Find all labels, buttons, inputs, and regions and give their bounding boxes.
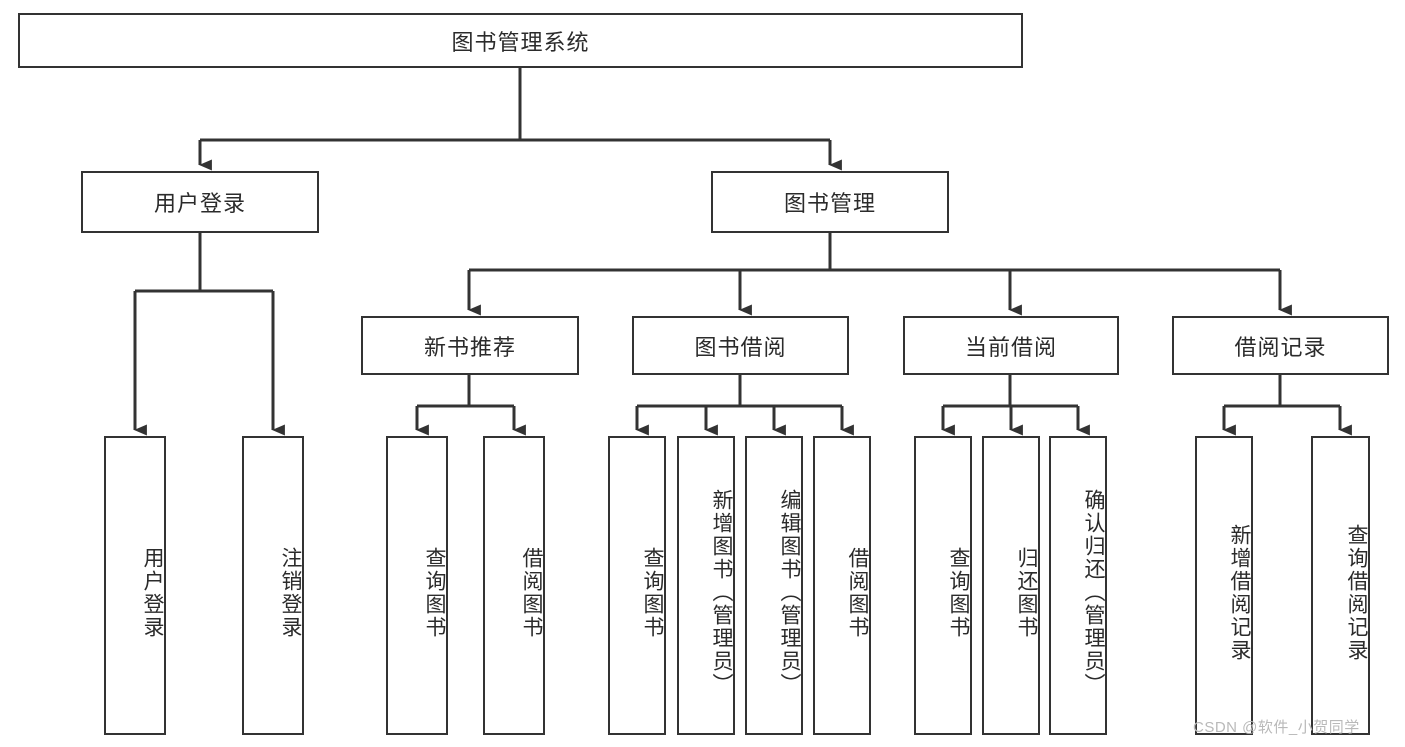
leaf-node[interactable]: 用户登录 — [104, 436, 166, 735]
node-book-borrow[interactable]: 图书借阅 — [632, 316, 849, 375]
leaf-label: 查询图书 — [947, 546, 970, 639]
node-current-borrow[interactable]: 当前借阅 — [903, 316, 1119, 375]
node-root[interactable]: 图书管理系统 — [18, 13, 1023, 68]
leaf-label: 编辑图书（管理员） — [778, 489, 801, 696]
node-book-management[interactable]: 图书管理 — [711, 171, 949, 233]
leaf-label: 查询借阅记录 — [1345, 523, 1368, 662]
leaf-node[interactable]: 查询图书 — [608, 436, 666, 735]
csdn-watermark: CSDN @软件_小贺同学 — [1193, 719, 1360, 736]
leaf-label: 查询图书 — [641, 546, 664, 639]
leaf-node[interactable]: 查询借阅记录 — [1311, 436, 1370, 735]
leaf-label: 用户登录 — [141, 546, 164, 639]
leaf-node[interactable]: 借阅图书 — [813, 436, 871, 735]
leaf-label: 新增图书（管理员） — [710, 489, 733, 696]
leaf-node[interactable]: 查询图书 — [914, 436, 972, 735]
leaf-label: 注销登录 — [279, 546, 302, 639]
leaf-label: 借阅图书 — [846, 546, 869, 639]
leaf-node[interactable]: 借阅图书 — [483, 436, 545, 735]
leaf-node[interactable]: 新增图书（管理员） — [677, 436, 735, 735]
leaf-label: 借阅图书 — [520, 546, 543, 639]
leaf-label: 查询图书 — [423, 546, 446, 639]
leaf-label: 新增借阅记录 — [1228, 523, 1251, 662]
node-borrow-records[interactable]: 借阅记录 — [1172, 316, 1389, 375]
leaf-node[interactable]: 编辑图书（管理员） — [745, 436, 803, 735]
leaf-label: 确认归还（管理员） — [1082, 489, 1105, 696]
node-user-login[interactable]: 用户登录 — [81, 171, 319, 233]
leaf-label: 归还图书 — [1015, 546, 1038, 639]
leaf-node[interactable]: 注销登录 — [242, 436, 304, 735]
leaf-node[interactable]: 新增借阅记录 — [1195, 436, 1253, 735]
leaf-node[interactable]: 查询图书 — [386, 436, 448, 735]
leaf-node[interactable]: 归还图书 — [982, 436, 1040, 735]
node-new-book-recommend[interactable]: 新书推荐 — [361, 316, 579, 375]
leaf-node[interactable]: 确认归还（管理员） — [1049, 436, 1107, 735]
